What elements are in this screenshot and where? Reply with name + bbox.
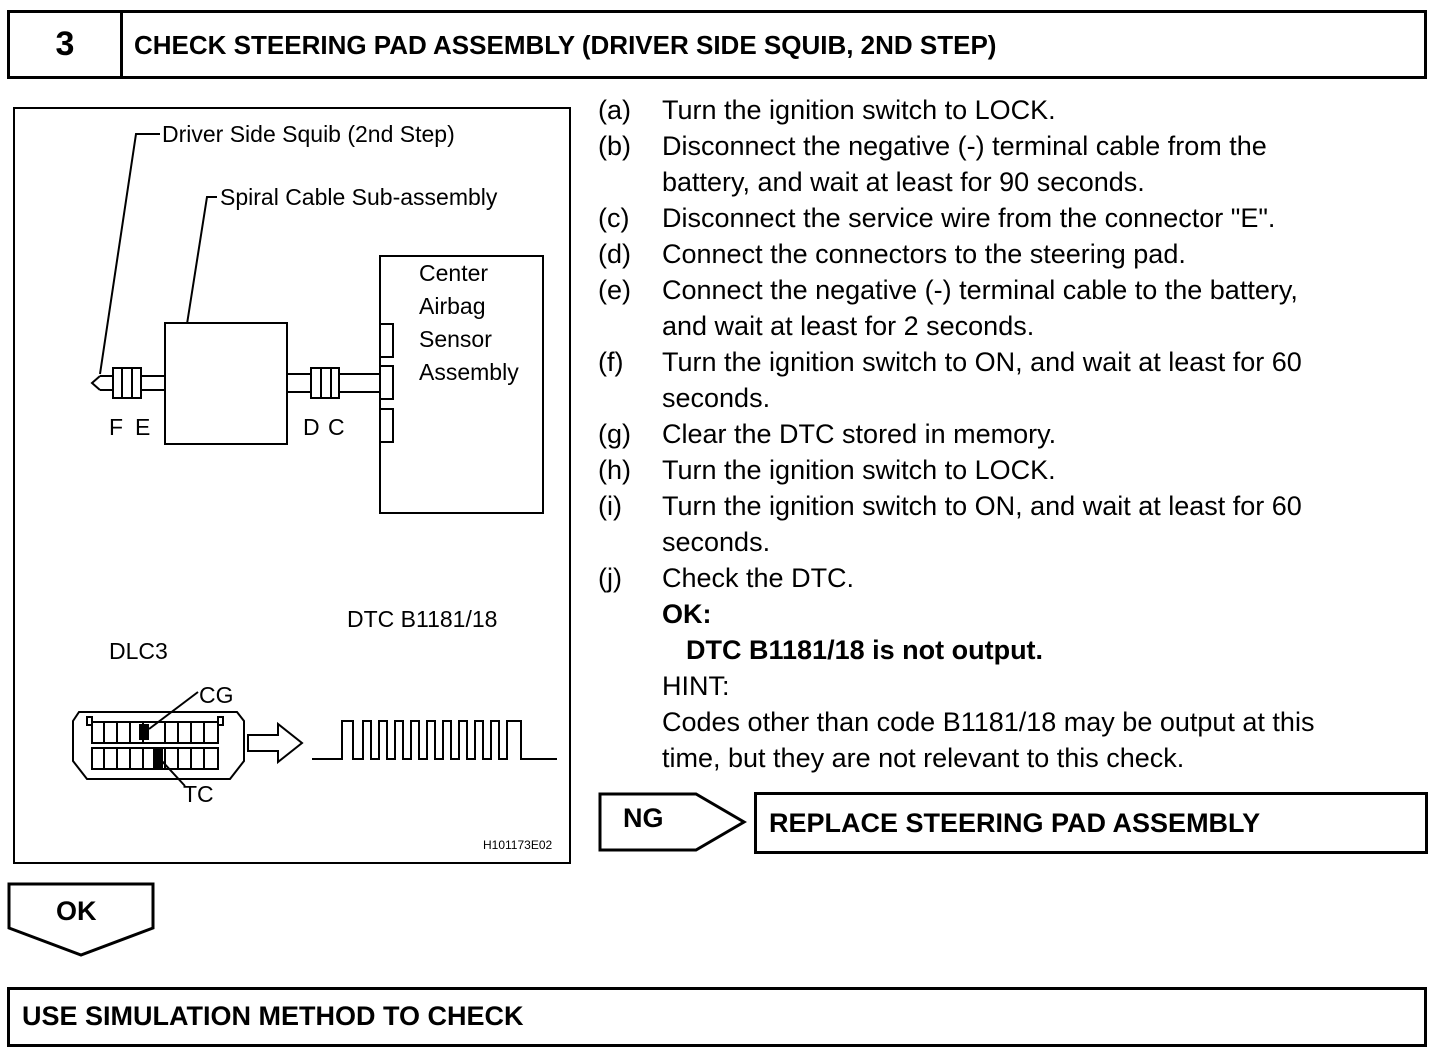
step-text: Turn the ignition switch to ON, and wait… [662, 347, 1302, 377]
ok-tag-label: OK [56, 896, 97, 926]
tc-leader-line [160, 759, 186, 787]
step-text: Turn the ignition switch to LOCK. [662, 455, 1056, 485]
step-text: Turn the ignition switch to ON, and wait… [662, 491, 1302, 521]
step-text: battery, and wait at least for 90 second… [662, 167, 1145, 197]
step-label: (h) [598, 455, 631, 485]
tc-label: TC [183, 781, 214, 807]
step-item: (b) Disconnect the negative (-) terminal… [598, 128, 1428, 200]
ng-tag-label: NG [623, 803, 664, 833]
sensor-connector-3 [379, 408, 394, 443]
step-label: (b) [598, 131, 631, 161]
step-text: Disconnect the negative (-) terminal cab… [662, 131, 1267, 161]
connector-e [121, 367, 133, 399]
dtc-label: DTC B1181/18 [347, 606, 497, 632]
cg-label: CG [199, 682, 234, 708]
step-item: (c) Disconnect the service wire from the… [598, 200, 1428, 236]
step-text: Disconnect the service wire from the con… [662, 203, 1276, 233]
step-label: (c) [598, 203, 630, 233]
center-sensor-label-1: Center [419, 260, 488, 286]
connector-d-label: D [303, 414, 320, 440]
step-text: and wait at least for 2 seconds. [662, 311, 1035, 341]
step-text: Clear the DTC stored in memory. [662, 419, 1057, 449]
step-text: Connect the connectors to the steering p… [662, 239, 1186, 269]
step-item: (i) Turn the ignition switch to ON, and … [598, 488, 1428, 560]
connector-c-label: C [328, 414, 345, 440]
step-item: (h) Turn the ignition switch to LOCK. [598, 452, 1428, 488]
step-label: (d) [598, 239, 631, 269]
wiring-diagram: Driver Side Squib (2nd Step) Spiral Cabl… [72, 121, 557, 852]
connector-e-label: E [135, 414, 150, 440]
spiral-cable-box [164, 322, 288, 445]
step-item: (g) Clear the DTC stored in memory. [598, 416, 1428, 452]
ok-criteria-text: DTC B1181/18 is not output. [686, 635, 1044, 665]
dlc3-upper-row [91, 721, 219, 744]
step-text: Turn the ignition switch to LOCK. [662, 95, 1056, 125]
step-label: (g) [598, 419, 631, 449]
cg-terminal [139, 724, 149, 740]
dlc3-label: DLC3 [109, 638, 168, 664]
step-item: (d) Connect the connectors to the steeri… [598, 236, 1428, 272]
connector-f-label: F [109, 414, 123, 440]
ok-action-box: USE SIMULATION METHOD TO CHECK [7, 987, 1427, 1047]
step-label: (j) [598, 563, 622, 593]
center-airbag-sensor-box [379, 255, 544, 514]
cg-leader-line [148, 691, 199, 730]
step-item: (a) Turn the ignition switch to LOCK. [598, 92, 1428, 128]
arrow-icon [247, 721, 304, 765]
squib-leader-line [99, 133, 160, 375]
connector-f [112, 367, 123, 399]
connector-d [310, 367, 322, 399]
step-item: (f) Turn the ignition switch to ON, and … [598, 344, 1428, 416]
wiring-figure: Driver Side Squib (2nd Step) Spiral Cabl… [13, 107, 571, 864]
connector-c [320, 367, 332, 399]
dlc3-connector-body [72, 711, 245, 780]
ok-tag-shape [7, 882, 155, 957]
step-label: (e) [598, 275, 631, 305]
hint-text: time, but they are not relevant to this … [662, 743, 1185, 773]
spiral-cable-label: Spiral Cable Sub-assembly [220, 184, 498, 210]
procedure-steps: (a) Turn the ignition switch to LOCK. (b… [598, 92, 1428, 776]
center-sensor-label-2: Airbag [419, 293, 485, 319]
ok-action-text: USE SIMULATION METHOD TO CHECK [22, 1001, 524, 1031]
center-sensor-label-3: Sensor [419, 326, 492, 352]
ng-tag-shape [598, 792, 747, 852]
sensor-connector-2 [379, 365, 394, 400]
sensor-connector-1 [379, 323, 394, 358]
ng-action-text: REPLACE STEERING PAD ASSEMBLY [769, 808, 1261, 838]
step-label: (a) [598, 95, 631, 125]
step-title: CHECK STEERING PAD ASSEMBLY (DRIVER SIDE… [134, 30, 997, 60]
squib-label: Driver Side Squib (2nd Step) [162, 121, 455, 147]
dtc-waveform [312, 720, 557, 760]
hint-label: HINT: [662, 671, 730, 701]
step-text: seconds. [662, 527, 771, 557]
tc-terminal [153, 749, 163, 769]
ng-action-box: REPLACE STEERING PAD ASSEMBLY [754, 792, 1428, 854]
step-label: (f) [598, 347, 624, 377]
ok-criteria-label: OK: [662, 599, 712, 629]
step-number: 3 [10, 13, 123, 76]
spiral-leader-line [186, 196, 217, 325]
step-item: (e) Connect the negative (-) terminal ca… [598, 272, 1428, 344]
step-label: (i) [598, 491, 622, 521]
center-sensor-label-4: Assembly [419, 359, 519, 385]
squib-tip [90, 375, 101, 391]
figure-id: H101173E02 [483, 838, 552, 852]
step-text: Connect the negative (-) terminal cable … [662, 275, 1298, 305]
step-text: seconds. [662, 383, 771, 413]
hint-text: Codes other than code B1181/18 may be ou… [662, 707, 1315, 737]
step-header: 3 CHECK STEERING PAD ASSEMBLY (DRIVER SI… [7, 10, 1427, 79]
step-item: (j) Check the DTC. [598, 560, 1428, 596]
step-text: Check the DTC. [662, 563, 855, 593]
